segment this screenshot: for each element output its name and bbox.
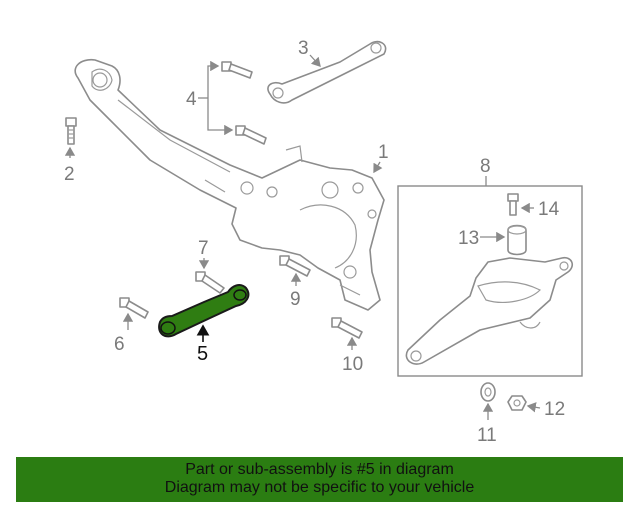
washer-11 [480, 382, 496, 402]
callout-14: 14 [538, 199, 560, 220]
nut-12 [507, 395, 527, 411]
banner-line-1: Part or sub-assembly is #5 in diagram [185, 461, 454, 478]
banner-line-2: Diagram may not be specific to your vehi… [164, 479, 475, 496]
callout-10: 10 [342, 354, 363, 375]
callout-9: 9 [290, 289, 301, 310]
upper-link-3 [267, 40, 387, 104]
callout-11: 11 [477, 425, 497, 446]
bolt-10 [331, 317, 363, 339]
callout-3: 3 [298, 38, 309, 59]
callout-7: 7 [198, 238, 209, 259]
bolts-4 [221, 61, 267, 145]
callout-12: 12 [544, 399, 565, 420]
info-banner: Part or sub-assembly is #5 in diagram Di… [16, 457, 623, 502]
callout-1: 1 [378, 142, 389, 163]
lower-link-5 [158, 284, 250, 338]
callout-4: 4 [186, 89, 197, 110]
callout-13: 13 [458, 228, 479, 249]
callout-2: 2 [64, 164, 75, 185]
bolt-7 [195, 271, 225, 294]
bolt-9 [279, 255, 311, 277]
bushing-13 [507, 224, 527, 256]
leader-lines [64, 54, 541, 420]
knuckle-trailing-arm [74, 58, 385, 311]
lower-control-arm-8 [405, 256, 574, 365]
part-8-box [397, 185, 583, 377]
bolt-14 [507, 193, 519, 216]
callout-5: 5 [197, 343, 208, 365]
bolt-6 [119, 297, 149, 319]
callout-8: 8 [480, 156, 491, 177]
callout-6: 6 [114, 334, 125, 355]
bolt-2 [65, 117, 77, 145]
